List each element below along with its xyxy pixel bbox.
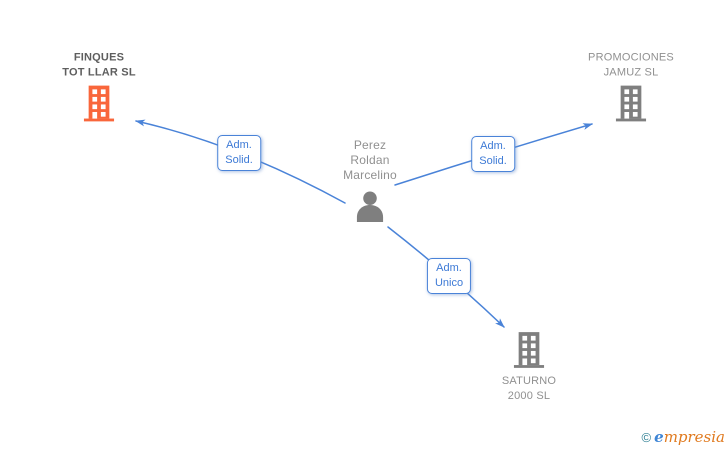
company-name-line: TOT LLAR SL xyxy=(62,66,136,79)
person-name-line: Roldan xyxy=(350,153,390,167)
copyright-icon: © xyxy=(641,430,652,445)
edge-label-adm-solid-right: Adm. Solid. xyxy=(471,136,515,172)
company-name-line: SATURNO xyxy=(501,375,557,387)
building-icon xyxy=(615,85,647,122)
company-name-line: 2000 SL xyxy=(507,390,551,402)
company-name-line: PROMOCIONES xyxy=(588,51,674,64)
company-name: FINQUES TOT LLAR SL xyxy=(62,51,136,81)
company-node-finques[interactable]: FINQUES TOT LLAR SL xyxy=(24,51,174,122)
edge-label-line: Adm. xyxy=(436,262,462,274)
edge-label-adm-unico: Adm. Unico xyxy=(426,258,472,294)
brand-rest: mpresia xyxy=(663,428,725,446)
person-name: Perez Roldan Marcelino xyxy=(343,138,397,183)
company-name-line: FINQUES xyxy=(73,51,125,64)
building-icon xyxy=(83,85,115,122)
edge-label-line: Unico xyxy=(434,277,464,289)
person-icon xyxy=(353,191,387,222)
company-node-promociones[interactable]: PROMOCIONES JAMUZ SL xyxy=(556,51,706,122)
person-name-line: Perez xyxy=(353,138,387,152)
company-name-line: JAMUZ SL xyxy=(603,66,659,79)
edge-label-line: Solid. xyxy=(479,155,507,167)
company-name: SATURNO 2000 SL xyxy=(502,374,556,404)
edge-label-line: Adm. xyxy=(480,140,506,152)
edge-label-line: Adm. xyxy=(226,139,252,151)
building-icon xyxy=(513,332,545,368)
person-name-line: Marcelino xyxy=(343,168,397,182)
person-node-perez-roldan-marcelino[interactable]: Perez Roldan Marcelino xyxy=(295,138,445,222)
edge-label-line: Solid. xyxy=(225,154,253,166)
company-name: PROMOCIONES JAMUZ SL xyxy=(588,51,674,81)
empresia-logo[interactable]: ©empresia xyxy=(642,428,725,447)
brand-initial: e xyxy=(654,428,664,446)
company-node-saturno[interactable]: SATURNO 2000 SL xyxy=(454,332,604,404)
edge-label-adm-solid-left: Adm. Solid. xyxy=(217,135,261,171)
